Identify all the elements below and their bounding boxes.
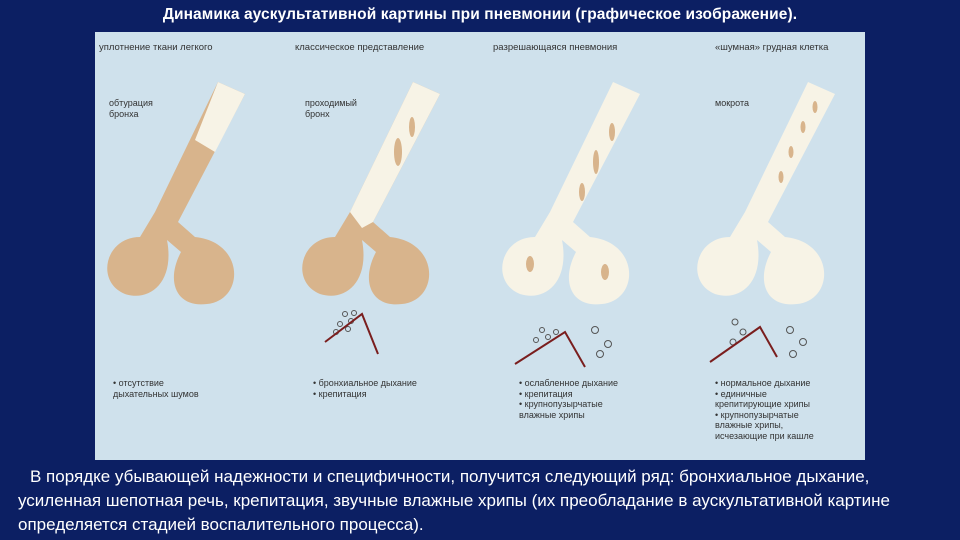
panel-2-signs: • бронхиальное дыхание• крепитация xyxy=(313,378,417,399)
panel-4-bronchus xyxy=(697,82,835,362)
sound-wave-mark xyxy=(325,314,378,354)
crepitation-bubbles xyxy=(334,311,357,335)
sound-wave-mark xyxy=(710,327,777,362)
panel-4-heading: «шумная» грудная клетка xyxy=(715,42,828,53)
summary-text: В порядке убывающей надежности и специфи… xyxy=(18,465,948,537)
panel-2-bronchus xyxy=(302,82,440,354)
panel-1-heading: уплотнение ткани легкого xyxy=(99,42,213,53)
rale-bubbles xyxy=(534,327,612,358)
slide-title: Динамика аускультативной картины при пне… xyxy=(0,6,960,24)
panel-3-signs: • ослабленное дыхание• крепитация • круп… xyxy=(519,378,618,420)
rale-bubbles xyxy=(730,319,807,358)
panel-3-heading: разрешающаяся пневмония xyxy=(493,42,617,53)
panel-3-bronchus xyxy=(502,82,640,367)
panel-4-label: мокрота xyxy=(715,98,749,109)
panel-4-signs: • нормальное дыхание• единичные крепитир… xyxy=(715,378,814,441)
panel-2-heading: классическое представление xyxy=(295,42,424,53)
